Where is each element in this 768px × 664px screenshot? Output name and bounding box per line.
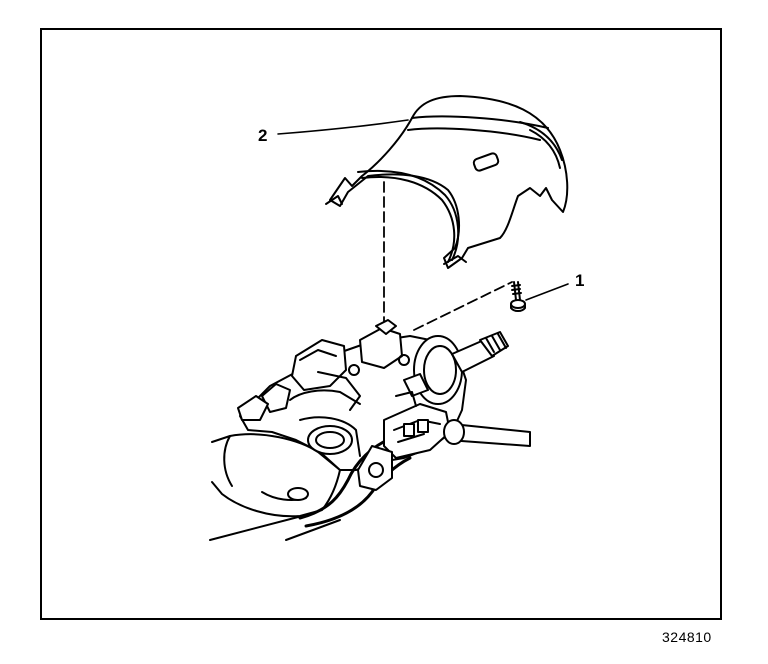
- steering-column-assembly-drawing: [209, 319, 531, 541]
- upper-shroud-drawing: [325, 95, 569, 269]
- alignment-line-screw: [413, 281, 513, 331]
- figure-id-label: 324810: [662, 629, 712, 645]
- diagram-frame: [40, 28, 722, 620]
- screw-drawing: [510, 281, 526, 312]
- leader-line-1: [525, 283, 569, 301]
- callout-2-label: 2: [258, 126, 268, 145]
- leader-line-2: [277, 119, 409, 135]
- callout-1-label: 1: [575, 271, 585, 290]
